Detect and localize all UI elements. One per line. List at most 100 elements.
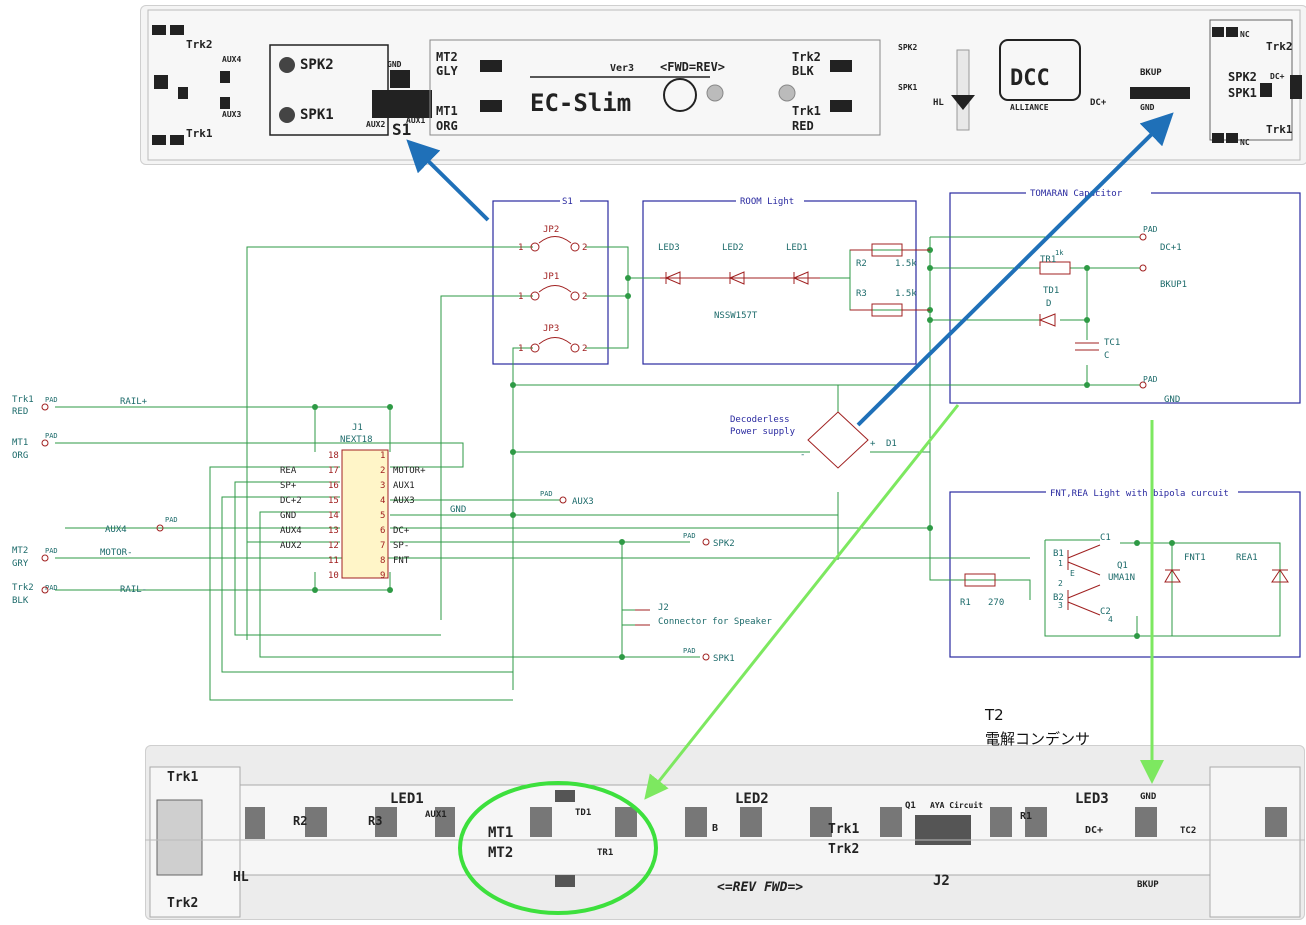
led-part: NSSW157T xyxy=(714,311,758,321)
pad-name: GND xyxy=(1164,395,1180,405)
pcb-bottom-label: R3 xyxy=(368,814,382,828)
pcb-bottom-label: J2 xyxy=(933,873,950,889)
j1-pin-num: 9 xyxy=(380,571,385,581)
block-title: FNT,REA Light with bipola curcuit xyxy=(1050,489,1229,499)
pin-num: 1 xyxy=(518,344,523,354)
pad-name: SPK1 xyxy=(713,654,735,664)
annotation-line-1: T2 xyxy=(985,706,1004,724)
pcb-top-label: <FWD=REV> xyxy=(660,60,725,74)
component-label: TD1 xyxy=(1043,286,1059,296)
pad-name: SPK2 xyxy=(713,539,735,549)
pcb-bottom-label: TR1 xyxy=(597,848,613,858)
j1-pin-label: SP+ xyxy=(280,481,297,491)
j1-pin-label: REA xyxy=(280,466,297,476)
net-label: RAIL+ xyxy=(120,397,148,407)
bridge-desc: Power supply xyxy=(730,427,796,437)
j1-pin-num: 10 xyxy=(328,571,339,581)
component-label: REA1 xyxy=(1236,553,1258,563)
pcb-top-label: ORG xyxy=(436,119,458,133)
bridge-pin: - xyxy=(800,450,805,460)
pcb-bottom-label: R1 xyxy=(1020,811,1032,822)
net-label: GND xyxy=(450,505,466,515)
pcb-bottom-label: TD1 xyxy=(575,808,591,818)
pcb-top-graphic: Trk2 AUX4 AUX3 Trk1 SPK2 SPK1 GND S1 AUX… xyxy=(147,9,1302,161)
component-label: Q1 xyxy=(1117,561,1128,571)
pcb-top-label: HL xyxy=(933,98,944,108)
pcb-top-label: SPK2 xyxy=(300,57,334,73)
pcb-bottom-label: Trk2 xyxy=(167,896,198,911)
bridge-desc: Decoderless xyxy=(730,415,790,425)
pcb-bottom-label: R2 xyxy=(293,814,307,828)
component-value: 270 xyxy=(988,598,1004,608)
j1-pin-num: 12 xyxy=(328,541,339,551)
j1-pin-label: DC+2 xyxy=(280,496,302,506)
j1-pin-num: 5 xyxy=(380,511,385,521)
pcb-top-label: Trk1 xyxy=(792,104,821,118)
pcb-bottom-label: DC+ xyxy=(1085,825,1103,836)
j1-pin-num: 8 xyxy=(380,556,385,566)
block-s1-frame xyxy=(492,200,609,365)
pin-num: 2 xyxy=(582,243,587,253)
component-label: C1 xyxy=(1100,533,1111,543)
pcb-top-label: AUX2 xyxy=(366,120,385,129)
pcb-bottom-label: AUX1 xyxy=(425,810,447,820)
schematic: S1 ROOM Light TOMARAN Capacitor FNT,REA … xyxy=(12,187,1301,701)
pcb-bottom-label: TC2 xyxy=(1180,826,1196,836)
pin-num: E xyxy=(1070,569,1075,578)
component-value: 1k xyxy=(1055,249,1064,257)
bridge-pin: + xyxy=(870,439,876,449)
pcb-top-label: SPK1 xyxy=(1228,86,1257,100)
net-label: RAIL- xyxy=(120,585,147,595)
pcb-bottom-label: <=REV FWD=> xyxy=(717,880,803,895)
pad-name: BKUP1 xyxy=(1160,280,1187,290)
pcb-top-photo: Trk2 AUX4 AUX3 Trk1 SPK2 SPK1 GND S1 AUX… xyxy=(140,5,1306,165)
j2-ref: J2 xyxy=(658,603,669,613)
annotation-line-2: 電解コンデンサ xyxy=(985,730,1091,748)
jumper-label: JP3 xyxy=(543,324,559,334)
pcb-top-label: AUX3 xyxy=(222,110,241,119)
block-title: ROOM Light xyxy=(740,197,794,207)
j1-pin-label: AUX4 xyxy=(280,526,302,536)
pcb-top-label: D1 xyxy=(1170,86,1180,95)
j1-pin-label: FNT xyxy=(393,556,410,566)
pcb-bottom-label: MT2 xyxy=(488,845,513,861)
block-title: TOMARAN Capacitor xyxy=(1030,189,1123,199)
pin-num: 1 xyxy=(518,292,523,302)
pcb-bottom-label: Trk1 xyxy=(167,770,198,785)
pad-label: PAD xyxy=(1143,375,1158,384)
j1-pin-num: 3 xyxy=(380,481,385,491)
component-value: UMA1N xyxy=(1108,573,1135,583)
pin-num: 2 xyxy=(582,292,587,302)
pcb-bottom-photo: Trk1 Trk2 HL LED1 R2 R3 AUX1 MT1 MT2 TD1… xyxy=(145,745,1305,920)
pcb-top-label: AUX1 xyxy=(406,116,425,125)
pcb-bottom-label: BKUP xyxy=(1137,880,1159,890)
pcb-bottom-label: AYA Circuit xyxy=(930,800,983,810)
component-label: TC1 xyxy=(1104,338,1120,348)
pcb-top-label: Trk2 xyxy=(792,50,821,64)
block-room-light-frame xyxy=(642,200,917,365)
pcb-top-label: EC-Slim xyxy=(530,89,631,117)
j1-pin-num: 6 xyxy=(380,526,385,536)
j1-pin-label: SP- xyxy=(393,541,409,551)
pcb-top-label: Trk1 xyxy=(186,127,213,140)
left-pad-name: MT1 xyxy=(12,438,28,448)
led-label: LED2 xyxy=(722,243,744,253)
pcb-top-label: SPK2 xyxy=(898,43,917,52)
pad-label: PAD xyxy=(45,547,58,555)
pcb-bottom-label: LED2 xyxy=(735,791,769,807)
pin-num: 3 xyxy=(1058,601,1063,610)
j1-pin-num: 18 xyxy=(328,451,339,461)
pin-num: 4 xyxy=(1108,615,1113,624)
pin-num: 1 xyxy=(518,243,523,253)
component-value: C xyxy=(1104,351,1109,361)
j1-part: NEXT18 xyxy=(340,435,373,445)
j1-pin-num: 7 xyxy=(380,541,385,551)
pcb-top-label: Trk2 xyxy=(1266,40,1293,53)
left-pad-name: Trk2 xyxy=(12,583,34,593)
pcb-top-label: SPK1 xyxy=(898,83,917,92)
pcb-bottom-label: LED1 xyxy=(390,791,424,807)
j1-pin-num: 4 xyxy=(380,496,385,506)
component-label: C2 xyxy=(1100,607,1111,617)
annotation-note: T2 電解コンデンサ xyxy=(985,703,1090,751)
pcb-top-label: NC xyxy=(1240,30,1250,39)
